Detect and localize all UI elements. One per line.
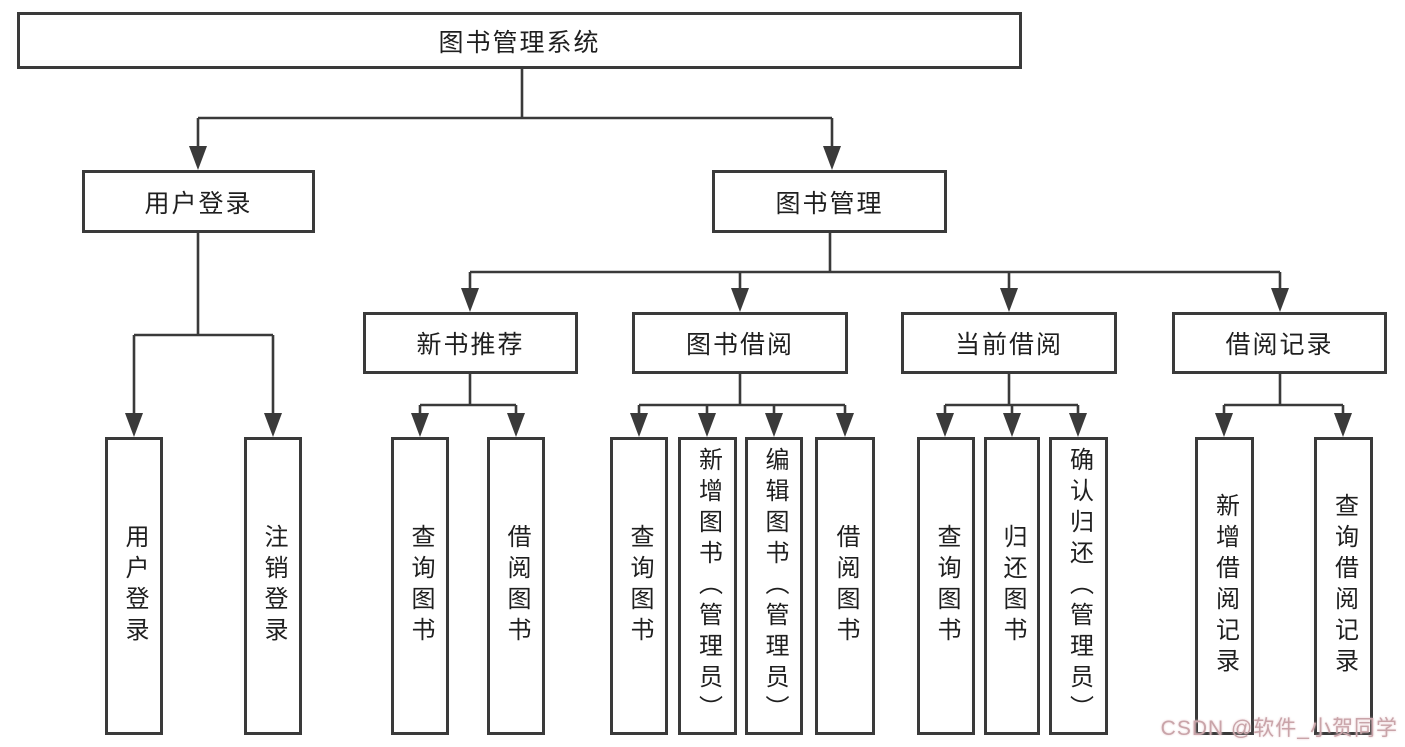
arrow-down-icon	[411, 413, 429, 437]
arrow-down-icon	[189, 146, 207, 170]
node-label: 查询借阅记录	[1330, 493, 1358, 679]
leaf-cb-confirm-return-admin: 确认归还（管理员）	[1049, 437, 1108, 735]
csdn-watermark: CSDN @软件_小贺同学	[1160, 717, 1398, 740]
arrow-down-icon	[264, 413, 282, 437]
node-label: 确认归还（管理员）	[1065, 446, 1093, 726]
arrow-down-icon	[630, 413, 648, 437]
arrow-down-icon	[125, 413, 143, 437]
arrow-down-icon	[823, 146, 841, 170]
node-label: 图书管理	[775, 189, 884, 218]
leaf-cb-return-books: 归还图书	[984, 437, 1040, 735]
leaf-bb-add-books-admin: 新增图书（管理员）	[678, 437, 737, 735]
node-label: 查询图书	[626, 524, 653, 648]
node-label: 查询图书	[933, 524, 960, 648]
node-label: 用户登录	[121, 524, 148, 648]
arrow-down-icon	[1003, 413, 1021, 437]
node-user-login: 用户登录	[82, 170, 315, 233]
node-label: 图书借阅	[685, 331, 794, 359]
arrow-down-icon	[461, 288, 479, 312]
arrow-down-icon	[936, 413, 954, 437]
leaf-bb-query-books: 查询图书	[610, 437, 668, 735]
node-book-management: 图书管理	[712, 170, 947, 233]
node-label: 图书管理系统	[438, 28, 601, 57]
arrow-down-icon	[731, 288, 749, 312]
arrow-down-icon	[1000, 288, 1018, 312]
leaf-bb-borrow-books: 借阅图书	[815, 437, 875, 735]
arrow-down-icon	[1215, 413, 1233, 437]
leaf-cb-query-books: 查询图书	[917, 437, 975, 735]
arrow-down-icon	[1271, 288, 1289, 312]
arrow-down-icon	[507, 413, 525, 437]
arrow-down-icon	[1069, 413, 1087, 437]
arrow-down-icon	[765, 413, 783, 437]
node-label: 当前借阅	[954, 331, 1063, 359]
node-book-borrow: 图书借阅	[632, 312, 848, 374]
leaf-bb-edit-books-admin: 编辑图书（管理员）	[745, 437, 803, 735]
node-label: 借阅图书	[832, 524, 859, 648]
leaf-nb-borrow-books: 借阅图书	[487, 437, 545, 735]
leaf-user-login: 用户登录	[105, 437, 163, 735]
node-root-system: 图书管理系统	[17, 12, 1022, 69]
arrow-down-icon	[1334, 413, 1352, 437]
node-label: 注销登录	[260, 524, 287, 648]
node-label: 查询图书	[407, 524, 434, 648]
node-current-borrow: 当前借阅	[901, 312, 1117, 374]
node-label: 借阅图书	[503, 524, 530, 648]
node-label: 编辑图书（管理员）	[761, 446, 788, 726]
leaf-logout-login: 注销登录	[244, 437, 302, 735]
node-label: 借阅记录	[1225, 331, 1334, 359]
node-label: 归还图书	[999, 524, 1026, 648]
arrow-down-icon	[698, 413, 716, 437]
leaf-nb-query-books: 查询图书	[391, 437, 449, 735]
leaf-br-query-record: 查询借阅记录	[1314, 437, 1373, 735]
node-label: 新书推荐	[416, 331, 525, 359]
node-label: 新增图书（管理员）	[694, 446, 722, 726]
arrow-down-icon	[836, 413, 854, 437]
leaf-br-add-record: 新增借阅记录	[1195, 437, 1254, 735]
node-new-book-recommend: 新书推荐	[363, 312, 578, 374]
node-label: 新增借阅记录	[1211, 493, 1239, 679]
node-borrow-records: 借阅记录	[1172, 312, 1387, 374]
node-label: 用户登录	[144, 189, 253, 218]
